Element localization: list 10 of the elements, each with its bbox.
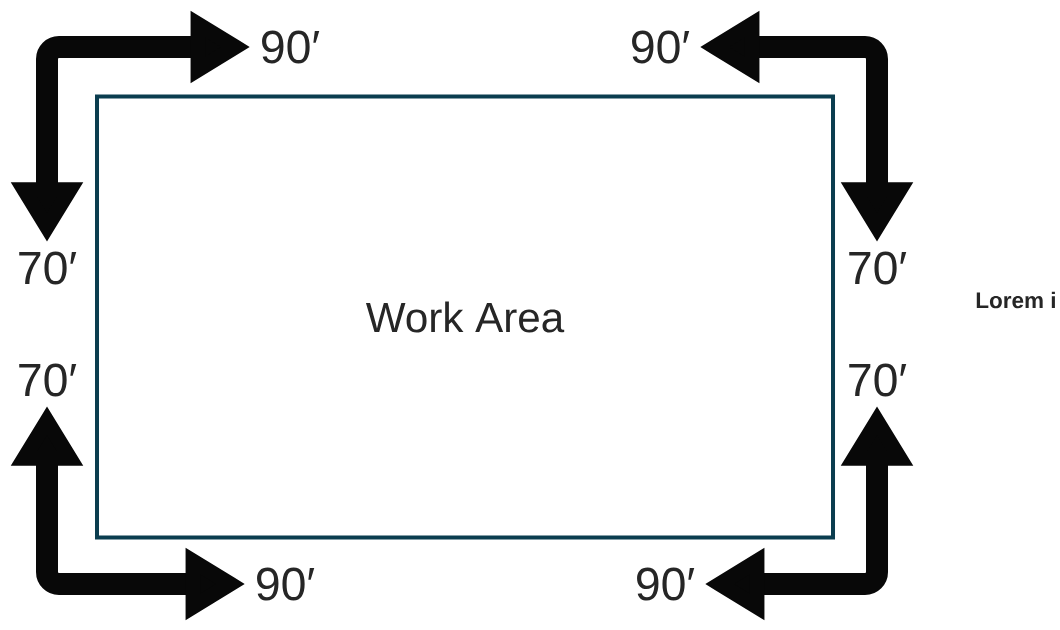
dimension-label: 70′ — [849, 251, 907, 285]
dimension-label: 70′ — [19, 251, 77, 285]
dimension-label: 70′ — [849, 363, 907, 397]
dimension-label: 90′ — [632, 30, 690, 64]
dimension-label: 70′ — [19, 363, 77, 397]
dimension-label: 90′ — [637, 567, 695, 601]
dimension-label: 90′ — [257, 567, 315, 601]
dimension-label: 90′ — [262, 30, 320, 64]
note-text: Lorem i — [976, 291, 1055, 309]
work-area-box: Work Area — [95, 94, 835, 540]
